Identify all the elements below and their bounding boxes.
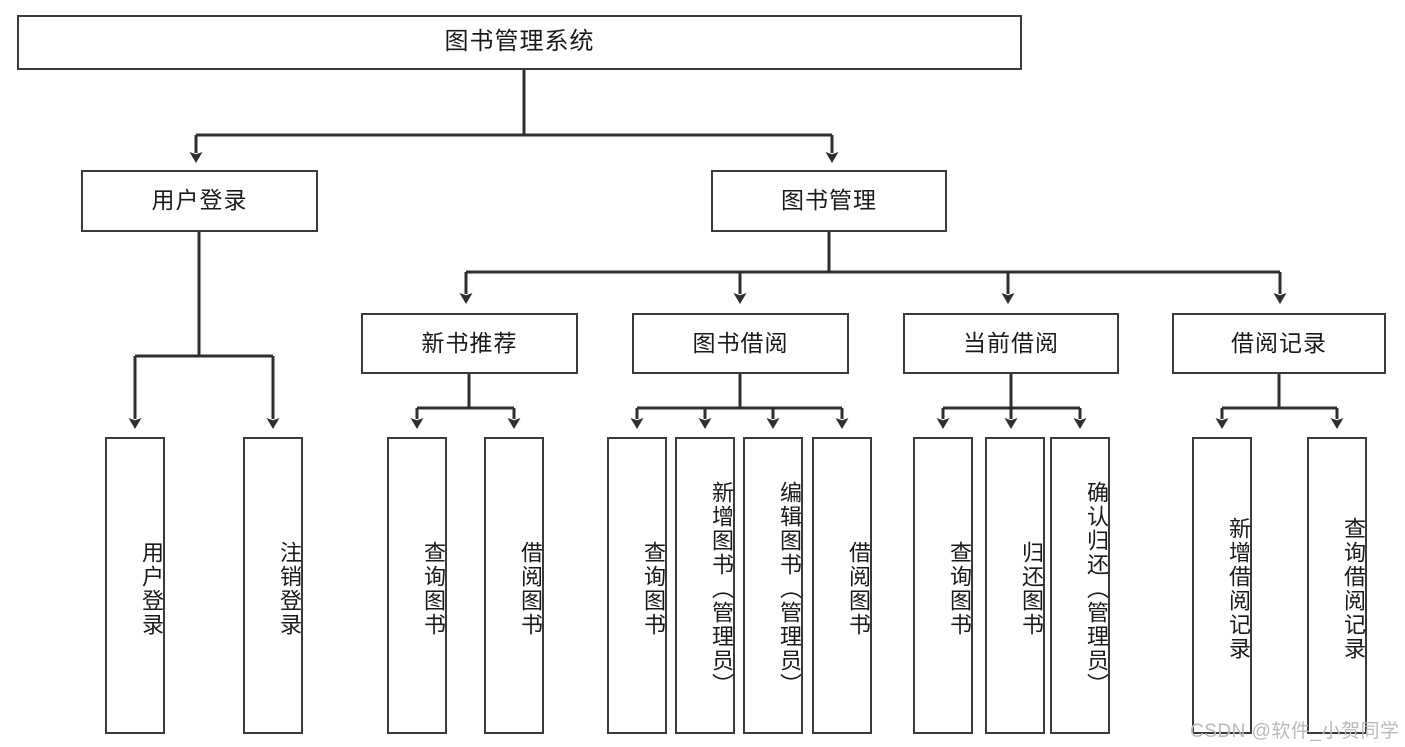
node-label: 用户登录 — [139, 540, 164, 637]
node-current-borrow[interactable]: 当前借阅 — [903, 313, 1119, 374]
leaf-add-book-admin[interactable]: 新增图书（管理员） — [675, 437, 735, 734]
leaf-confirm-return-admin[interactable]: 确认归还（管理员） — [1050, 437, 1110, 734]
node-label: 图书管理 — [781, 187, 877, 214]
node-label: 图书借阅 — [692, 329, 789, 356]
node-label: 编辑图书（管理员） — [777, 480, 802, 697]
node-label: 图书管理系统 — [444, 28, 595, 56]
node-label: 查询借阅记录 — [1341, 516, 1366, 661]
leaf-borrow-book[interactable]: 借阅图书 — [812, 437, 872, 734]
node-label: 新增图书（管理员） — [709, 480, 734, 697]
leaf-add-borrow-record[interactable]: 新增借阅记录 — [1192, 437, 1252, 734]
node-root-book-management-system[interactable]: 图书管理系统 — [17, 15, 1022, 70]
node-label: 查询图书 — [421, 540, 446, 637]
leaf-user-login[interactable]: 用户登录 — [105, 437, 165, 734]
leaf-query-book-recommend[interactable]: 查询图书 — [387, 437, 447, 734]
node-label: 借阅图书 — [518, 540, 543, 637]
node-label: 查询图书 — [947, 540, 972, 637]
node-borrow-record[interactable]: 借阅记录 — [1172, 313, 1386, 374]
node-book-management[interactable]: 图书管理 — [711, 170, 947, 232]
leaf-borrow-book-recommend[interactable]: 借阅图书 — [484, 437, 544, 734]
node-user-login[interactable]: 用户登录 — [81, 170, 318, 232]
node-label: 用户登录 — [151, 187, 248, 214]
leaf-return-book[interactable]: 归还图书 — [985, 437, 1045, 734]
node-label: 借阅记录 — [1231, 329, 1327, 356]
node-label: 注销登录 — [277, 540, 302, 637]
node-book-borrow[interactable]: 图书借阅 — [632, 313, 849, 374]
leaf-query-book-borrow[interactable]: 查询图书 — [607, 437, 667, 734]
node-label: 归还图书 — [1019, 540, 1044, 637]
node-label: 确认归还（管理员） — [1084, 480, 1109, 697]
node-label: 借阅图书 — [846, 540, 871, 637]
csdn-watermark: CSDN @软件_小贺同学 — [1190, 721, 1400, 742]
node-label: 新书推荐 — [421, 329, 518, 356]
node-new-book-recommend[interactable]: 新书推荐 — [361, 313, 578, 374]
leaf-query-borrow-record[interactable]: 查询借阅记录 — [1307, 437, 1367, 734]
leaf-logout-login[interactable]: 注销登录 — [243, 437, 303, 734]
node-label: 当前借阅 — [963, 329, 1059, 356]
leaf-query-book-current[interactable]: 查询图书 — [913, 437, 973, 734]
node-label: 查询图书 — [641, 540, 666, 637]
leaf-edit-book-admin[interactable]: 编辑图书（管理员） — [743, 437, 803, 734]
node-label: 新增借阅记录 — [1226, 516, 1251, 661]
